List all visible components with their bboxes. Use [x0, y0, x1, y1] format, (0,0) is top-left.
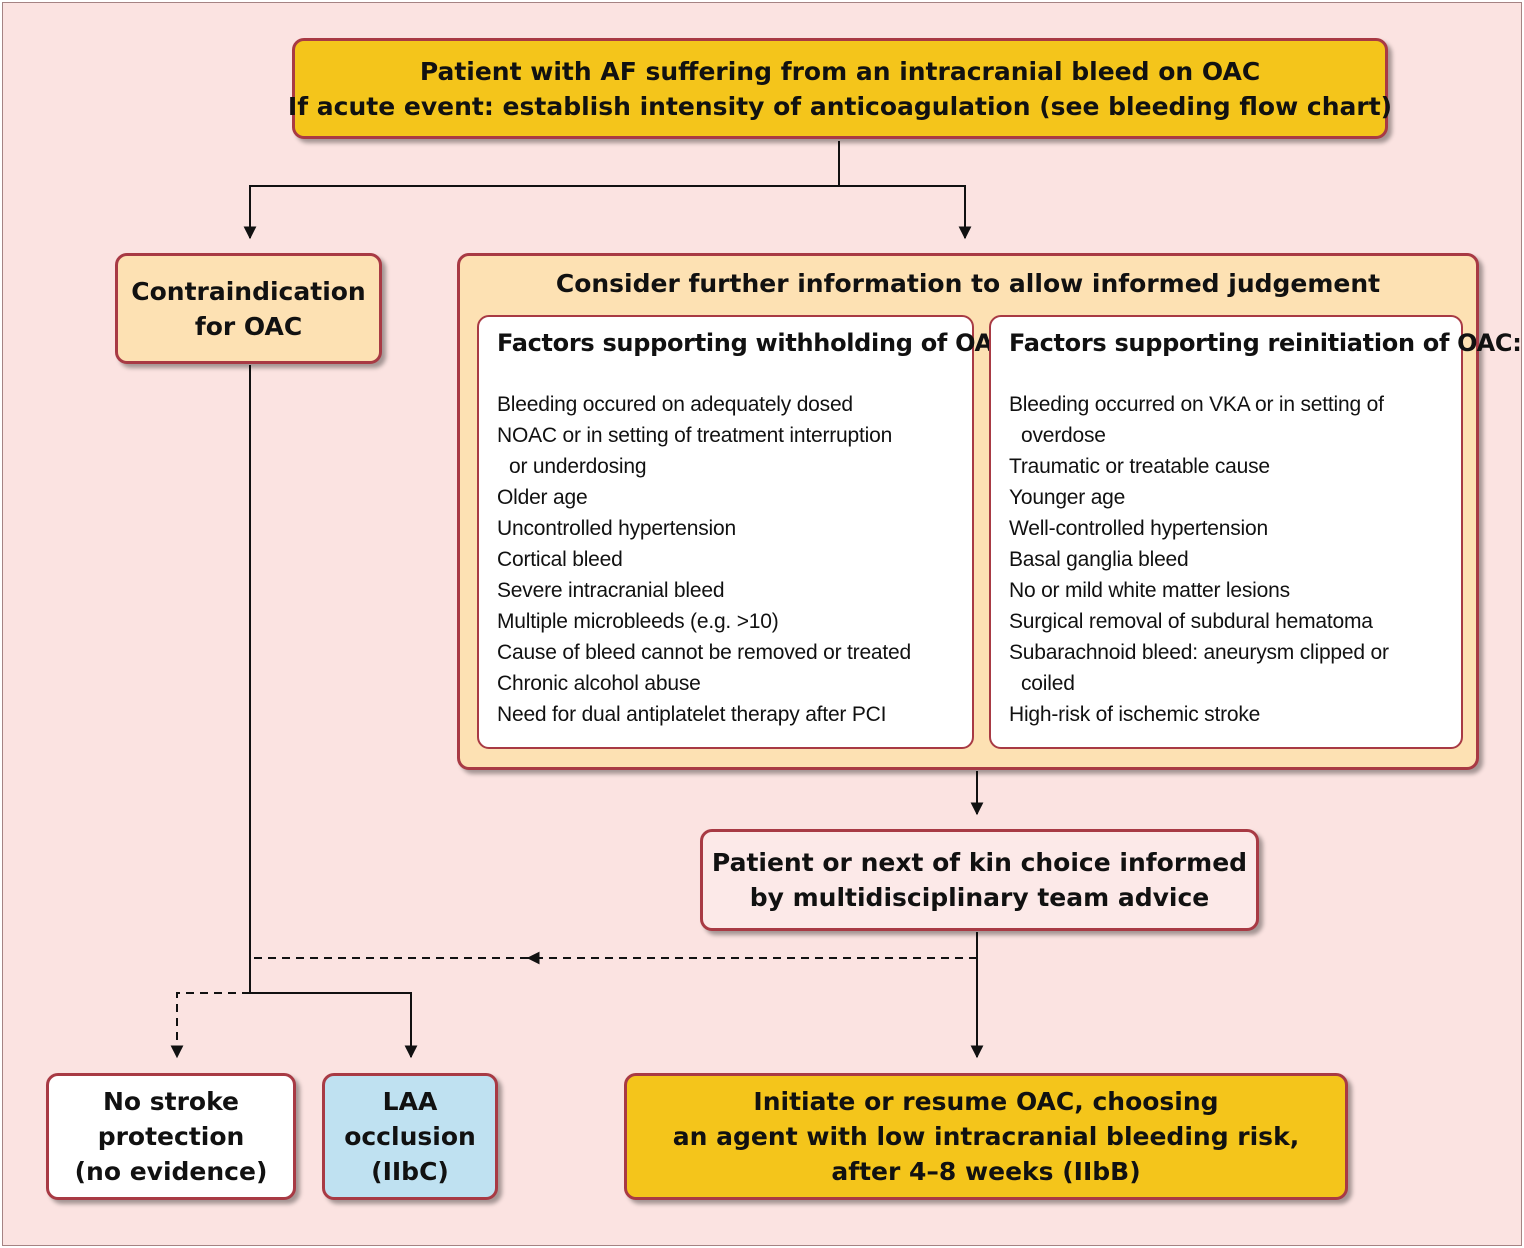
consider-further-information-panel: Consider further information to allow in…: [457, 253, 1522, 770]
withholding-factor: Uncontrolled hypertension: [497, 517, 736, 540]
no-stroke-line-1: No stroke: [102, 1087, 240, 1116]
reinitiation-factor: Bleeding occurred on VKA or in setting o…: [1009, 393, 1384, 416]
withholding-heading: Factors supporting withholding of OAC:: [497, 329, 1020, 357]
withholding-factor: NOAC or in setting of treatment interrup…: [497, 424, 893, 447]
reinitiation-factor: Surgical removal of subdural hematoma: [1009, 610, 1373, 633]
withholding-factor: Need for dual antiplatelet therapy after…: [497, 703, 887, 726]
withholding-factor: Bleeding occured on adequately dosed: [497, 393, 853, 416]
withholding-factor-continuation: or underdosing: [497, 451, 954, 482]
reinitiation-factor-continuation: overdose: [1009, 420, 1443, 451]
no-stroke-line-3: (no evidence): [74, 1157, 268, 1186]
reinitiation-factors-box: Factors supporting reinitiation of OAC: …: [989, 315, 1522, 749]
laa-line-3: (IIbC): [371, 1157, 449, 1186]
withholding-factor: Severe intracranial bleed: [497, 579, 725, 602]
top-box-line-2: If acute event: establish intensity of a…: [287, 91, 1393, 121]
reinitiation-factor: Subarachnoid bleed: aneurysm clipped or: [1009, 641, 1389, 664]
laa-occlusion-box: LAA occlusion (IIbC): [322, 1073, 498, 1200]
reinitiation-factor: High-risk of ischemic stroke: [1009, 703, 1261, 726]
dashed-connector-to-no-stroke: [170, 992, 250, 1059]
connector-to-contraindication: [243, 185, 839, 240]
withholding-factor: Chronic alcohol abuse: [497, 672, 701, 695]
continuation-text: coiled: [1021, 672, 1075, 695]
withholding-factor: Multiple microbleeds (e.g. >10): [497, 610, 779, 633]
reinitiation-factor: Younger age: [1009, 486, 1126, 509]
connector-to-consider: [839, 185, 972, 240]
no-stroke-line-2: protection: [97, 1122, 245, 1151]
patient-choice-line-2: by multidisciplinary team advice: [749, 883, 1210, 912]
laa-line-2: occlusion: [344, 1122, 476, 1151]
reinitiation-factor: Basal ganglia bleed: [1009, 548, 1189, 571]
contraindication-box: Contraindication for OAC: [115, 253, 382, 364]
withholding-factors-box: Factors supporting withholding of OAC: B…: [477, 315, 1020, 749]
consider-panel-title: Consider further information to allow in…: [555, 269, 1381, 298]
top-box-af-intracranial-bleed: Patient with AF suffering from an intrac…: [288, 38, 1392, 139]
top-box-line-1: Patient with AF suffering from an intrac…: [419, 56, 1261, 86]
reinitiation-factor: Traumatic or treatable cause: [1009, 455, 1270, 478]
contraindication-line-1: Contraindication: [131, 276, 366, 306]
continuation-text: overdose: [1021, 424, 1106, 447]
initiate-resume-oac-box: Initiate or resume OAC, choosing an agen…: [624, 1073, 1348, 1200]
patient-choice-box: Patient or next of kin choice informed b…: [700, 829, 1259, 931]
patient-choice-line-1: Patient or next of kin choice informed: [711, 848, 1248, 877]
reinitiation-heading: Factors supporting reinitiation of OAC:: [1009, 329, 1522, 357]
contraindication-line-2: for OAC: [194, 311, 303, 341]
withholding-factor: Cause of bleed cannot be removed or trea…: [497, 641, 912, 664]
reinitiation-factor-continuation: coiled: [1009, 668, 1443, 699]
reinitiation-factor: Well-controlled hypertension: [1009, 517, 1268, 540]
laa-line-1: LAA: [382, 1087, 438, 1116]
continuation-text: or underdosing: [509, 455, 647, 478]
reinitiation-factor: No or mild white matter lesions: [1009, 579, 1290, 602]
withholding-factor: Older age: [497, 486, 588, 509]
initiate-line-1: Initiate or resume OAC, choosing: [753, 1087, 1219, 1116]
connector-contraindication-down: [249, 365, 418, 1059]
no-stroke-protection-box: No stroke protection (no evidence): [46, 1073, 296, 1200]
withholding-factor: Cortical bleed: [497, 548, 623, 571]
initiate-line-2: an agent with low intracranial bleeding …: [672, 1122, 1300, 1151]
initiate-line-3: after 4–8 weeks (IIbB): [831, 1157, 1141, 1186]
reinitiation-factor-list: Bleeding occurred on VKA or in setting o…: [1009, 389, 1443, 730]
withholding-factor-list: Bleeding occured on adequately dosed NOA…: [497, 389, 954, 730]
